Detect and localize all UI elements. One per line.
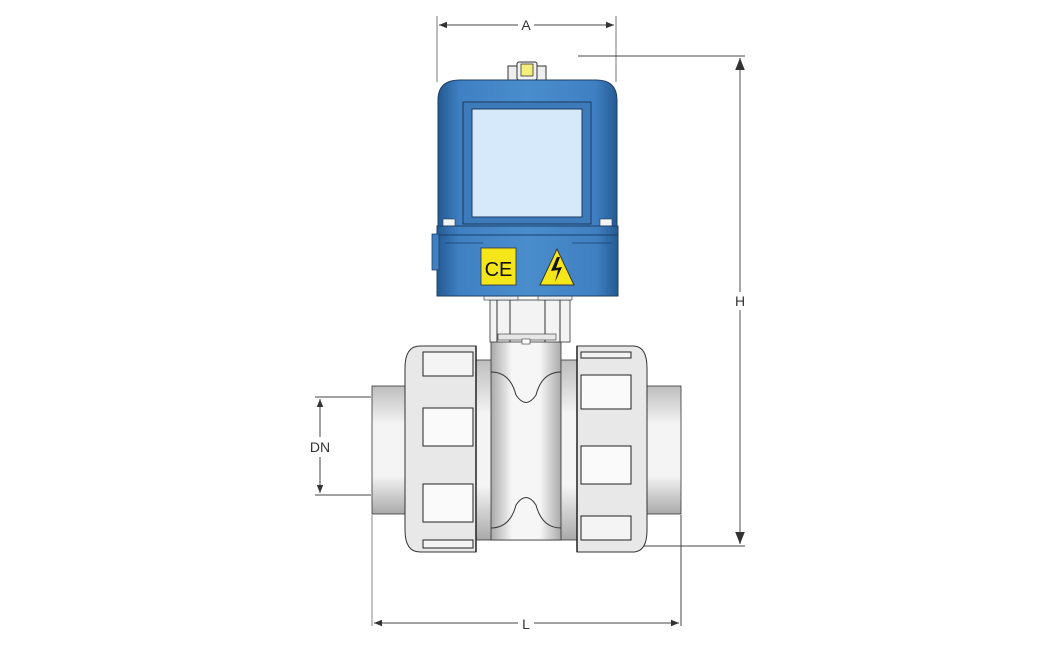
valve-body bbox=[469, 339, 581, 541]
actuator-window bbox=[471, 108, 583, 218]
svg-text:CE: CE bbox=[485, 259, 513, 281]
dimension-h-label: H bbox=[735, 293, 745, 309]
dimension-dn: DN bbox=[310, 396, 371, 496]
ce-mark-label: CE bbox=[480, 247, 517, 286]
dimension-l-label: L bbox=[522, 616, 530, 632]
electric-actuator: CE bbox=[431, 61, 619, 297]
position-indicator bbox=[520, 63, 534, 77]
dimension-dn-label: DN bbox=[310, 439, 330, 455]
left-union-nut bbox=[404, 345, 477, 553]
dimension-h: H bbox=[578, 55, 745, 547]
dimension-a-label: A bbox=[521, 17, 531, 33]
dimension-l: L bbox=[371, 515, 682, 632]
high-voltage-warning-icon bbox=[539, 247, 575, 286]
actuator-bracket bbox=[483, 293, 573, 345]
dimension-a: A bbox=[436, 16, 617, 82]
right-union-nut bbox=[576, 345, 648, 553]
